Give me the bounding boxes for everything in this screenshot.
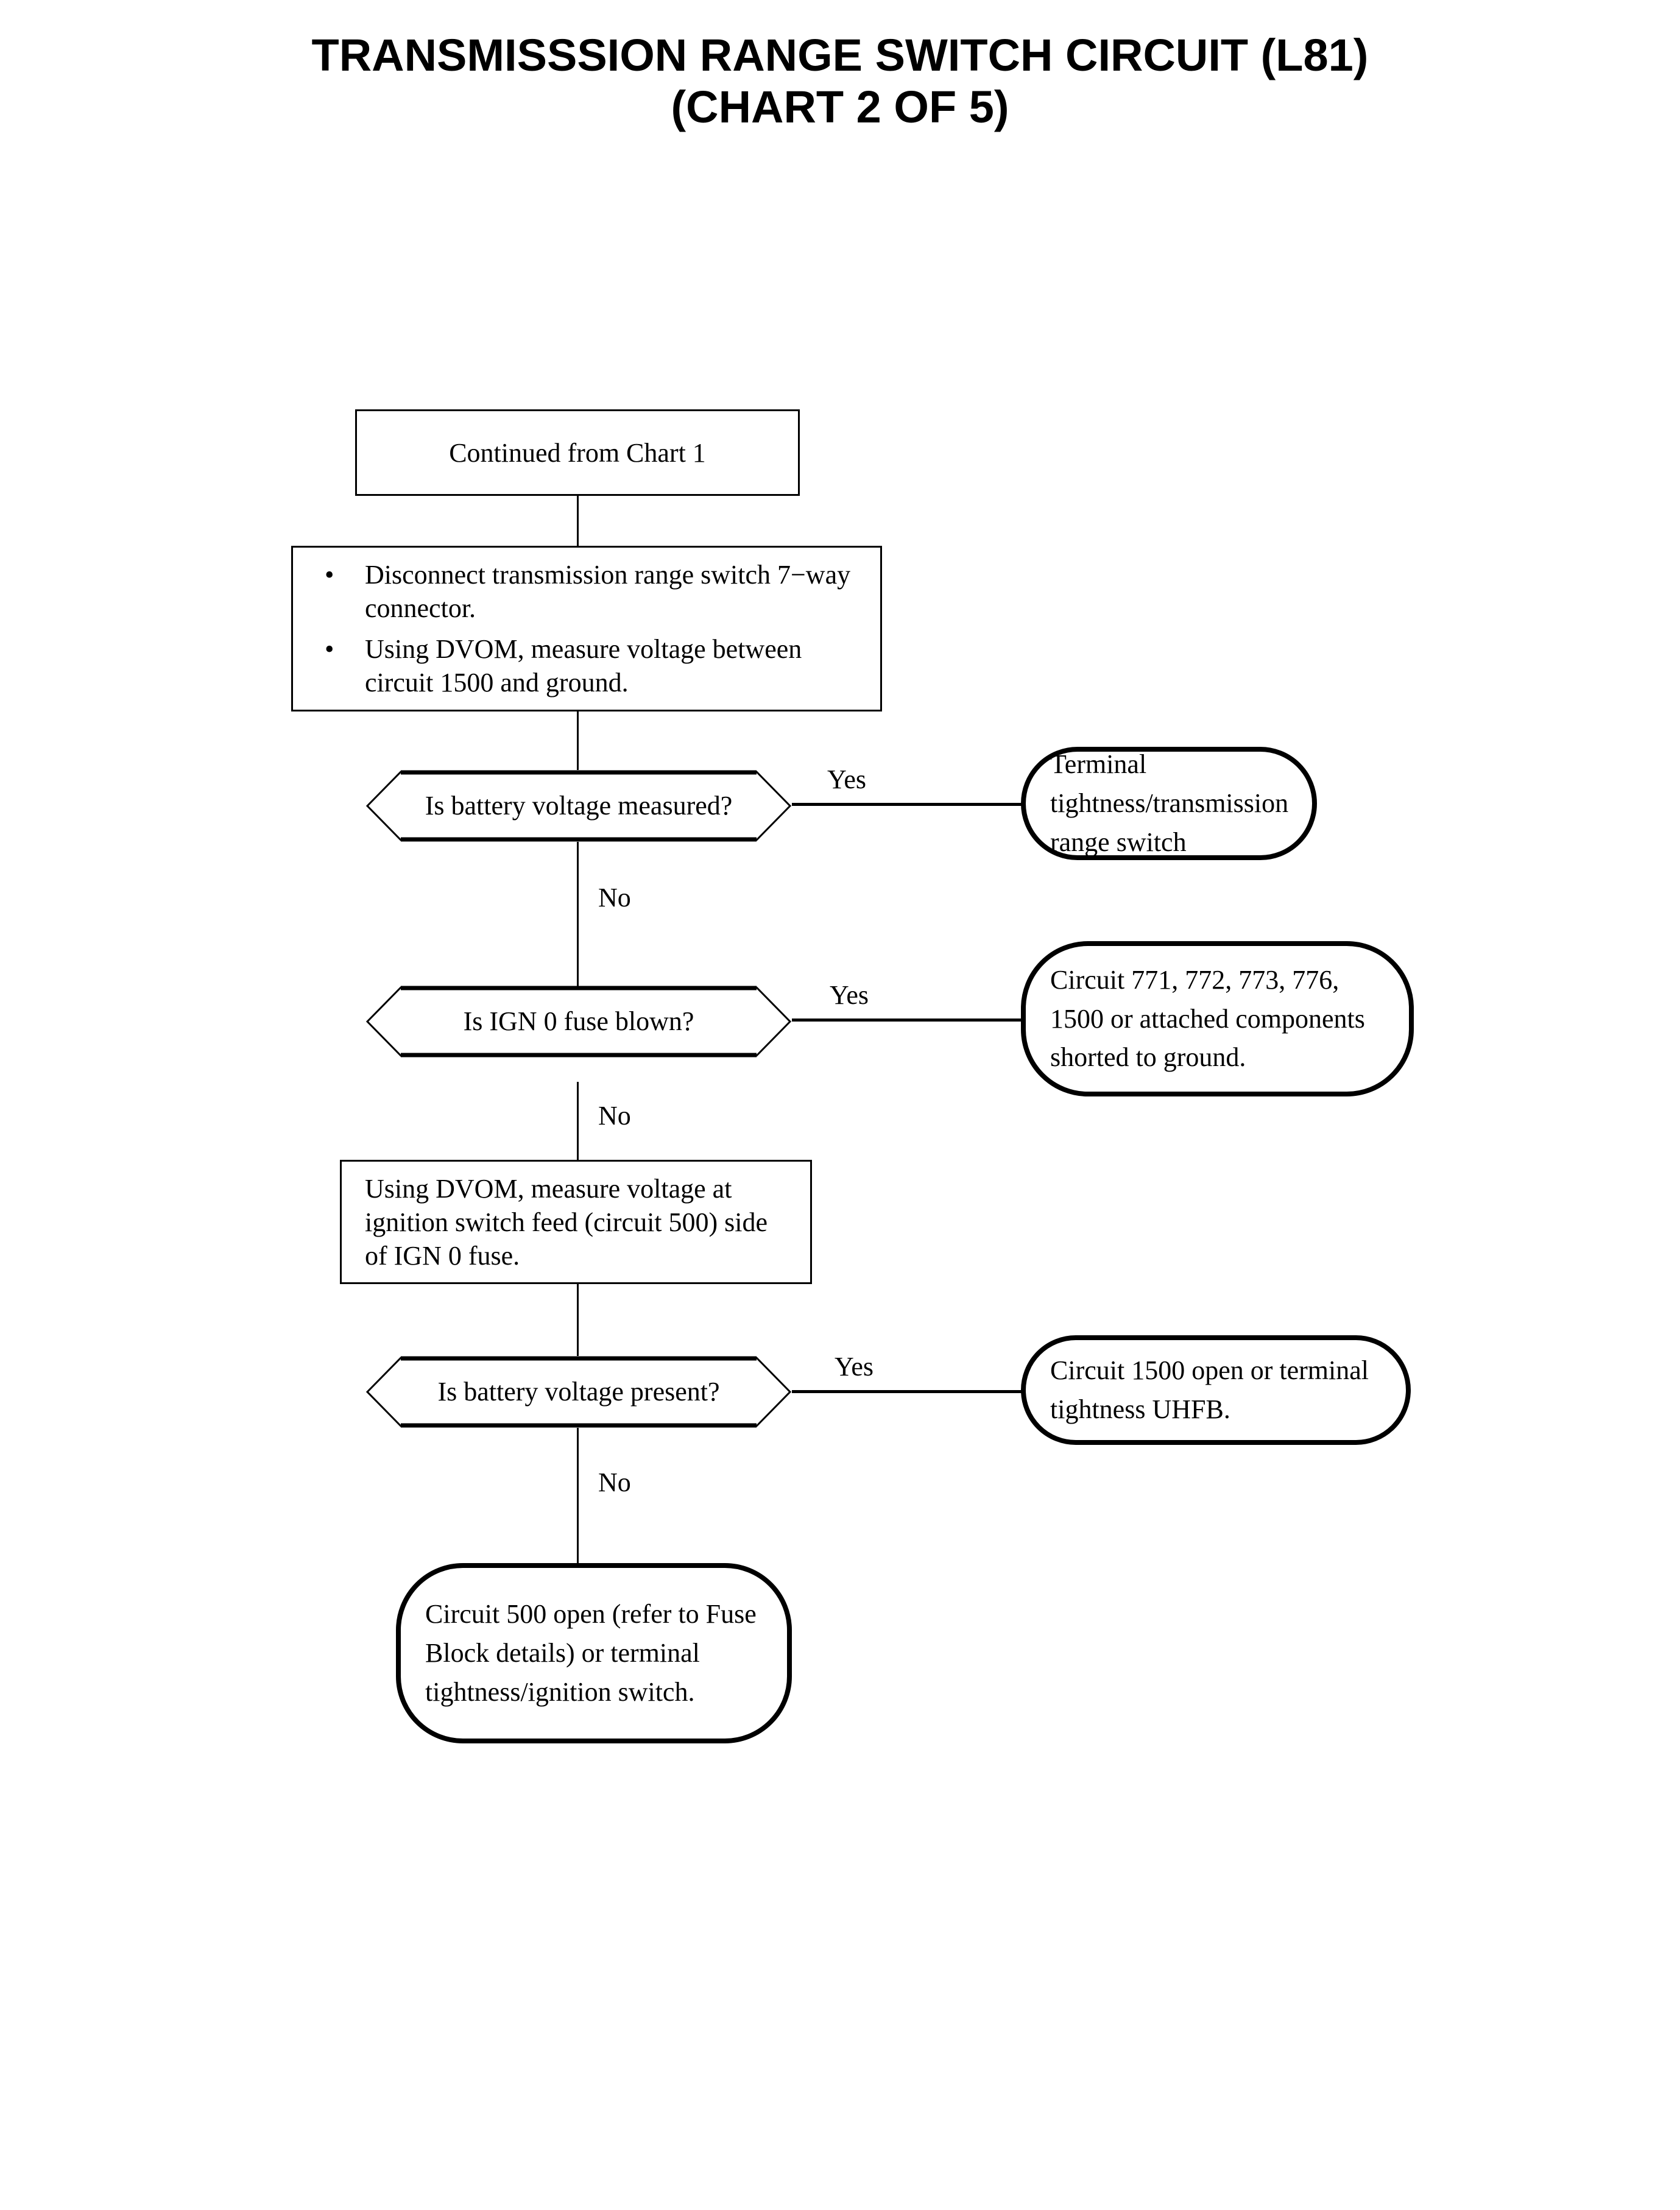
- connector-entry-to-instruction: [577, 495, 579, 546]
- instruction-bullet-2-text: Using DVOM, measure voltage between circ…: [365, 634, 802, 697]
- outcome-circuit-500-open[interactable]: Circuit 500 open (refer to Fuse Block de…: [396, 1563, 792, 1743]
- decision-is-battery-voltage-present[interactable]: Is battery voltage present?: [365, 1356, 792, 1428]
- outcome-1-text: Terminal tightness/transmission range sw…: [1050, 749, 1289, 857]
- decision-2-no-label: No: [598, 1101, 631, 1131]
- outcome-3-text: Circuit 1500 open or terminal tightness …: [1050, 1355, 1369, 1424]
- decision-1-text: Is battery voltage measured?: [425, 790, 733, 821]
- entry-box[interactable]: Continued from Chart 1: [355, 409, 800, 496]
- instruction-bullet-2: • Using DVOM, measure voltage between ci…: [309, 632, 864, 699]
- entry-box-text: Continued from Chart 1: [449, 437, 706, 468]
- connector-decision-1-yes: [792, 803, 1022, 806]
- decision-2-yes-label: Yes: [830, 980, 869, 1010]
- outcome-circuit-1500-open[interactable]: Circuit 1500 open or terminal tightness …: [1021, 1335, 1411, 1445]
- outcome-2-text: Circuit 771, 772, 773, 776, 1500 or atta…: [1050, 964, 1365, 1073]
- decision-2-text: Is IGN 0 fuse blown?: [463, 1006, 694, 1036]
- decision-hexagon-shape: [365, 986, 792, 1057]
- connector-process-to-decision-3: [577, 1284, 579, 1356]
- instruction-box[interactable]: • Disconnect transmission range switch 7…: [291, 546, 882, 711]
- connector-decision-2-yes: [792, 1019, 1022, 1022]
- page-title-line-2: (CHART 2 OF 5): [671, 82, 1009, 133]
- connector-decision-1-no: [577, 842, 579, 1012]
- decision-3-no-label: No: [598, 1467, 631, 1497]
- decision-is-ign-0-fuse-blown[interactable]: Is IGN 0 fuse blown?: [365, 986, 792, 1057]
- connector-decision-3-no: [577, 1428, 579, 1563]
- decision-3-text: Is battery voltage present?: [437, 1376, 720, 1407]
- page-title: TRANSMISSSION RANGE SWITCH CIRCUIT (L81)…: [0, 29, 1680, 133]
- connector-decision-3-yes: [792, 1390, 1022, 1393]
- connector-instruction-to-decision-1: [577, 711, 579, 770]
- bullet-dot-icon: •: [325, 560, 334, 590]
- instruction-bullet-1: • Disconnect transmission range switch 7…: [309, 558, 864, 625]
- process-box-measure-ign-fuse[interactable]: Using DVOM, measure voltage at ignition …: [340, 1160, 812, 1284]
- decision-is-battery-voltage-measured[interactable]: Is battery voltage measured?: [365, 770, 792, 842]
- connector-decision-2-no: [577, 1082, 579, 1160]
- page-title-line-1: TRANSMISSSION RANGE SWITCH CIRCUIT (L81): [311, 30, 1369, 80]
- outcome-4-text: Circuit 500 open (refer to Fuse Block de…: [425, 1599, 757, 1707]
- decision-1-no-label: No: [598, 883, 631, 913]
- decision-hexagon-shape: [365, 1356, 792, 1428]
- bullet-dot-icon: •: [325, 634, 334, 664]
- outcome-terminal-tightness[interactable]: Terminal tightness/transmission range sw…: [1021, 747, 1317, 860]
- outcome-circuits-shorted-to-ground[interactable]: Circuit 771, 772, 773, 776, 1500 or atta…: [1021, 941, 1414, 1096]
- decision-3-yes-label: Yes: [835, 1352, 874, 1382]
- instruction-bullet-1-text: Disconnect transmission range switch 7−w…: [365, 560, 851, 623]
- decision-1-yes-label: Yes: [827, 764, 867, 794]
- process-box-text: Using DVOM, measure voltage at ignition …: [365, 1173, 768, 1271]
- decision-hexagon-shape: [365, 770, 792, 842]
